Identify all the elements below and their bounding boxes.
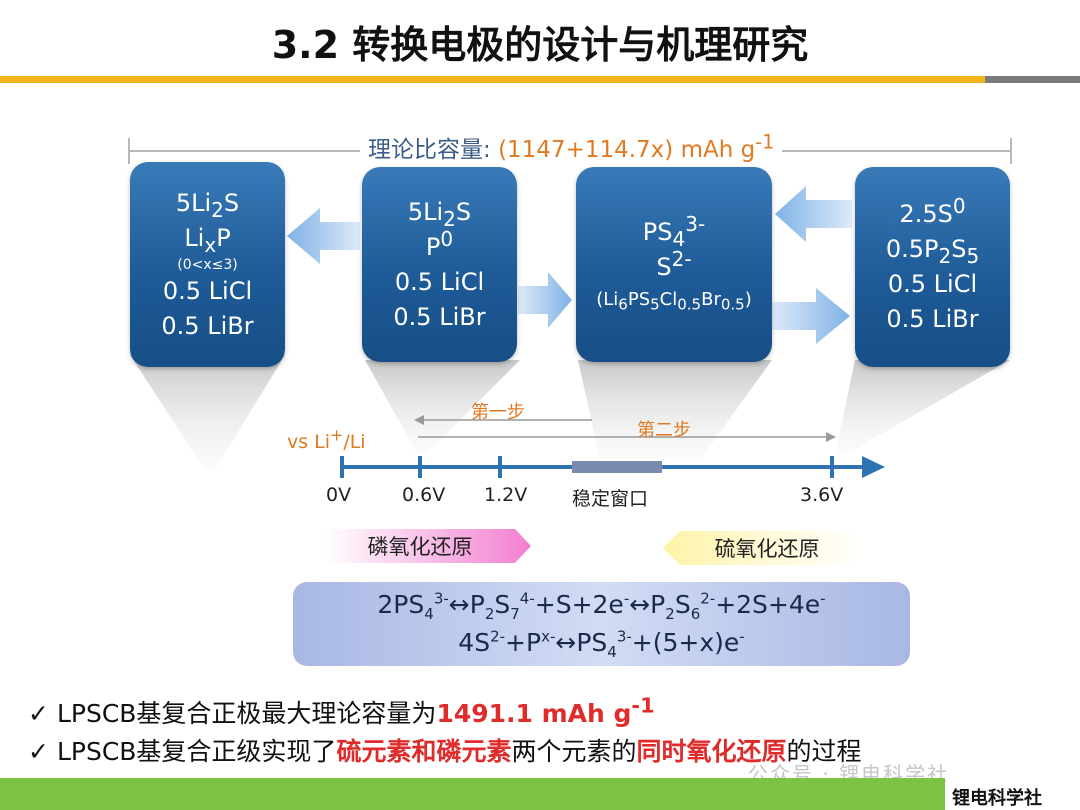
box1-line5: 0.5 LiBr: [161, 311, 254, 340]
capacity-value: (1147+114.7x) mAh g-1: [498, 130, 775, 163]
phosphorus-redox-label: 磷氧化还原: [367, 535, 473, 559]
axis-tick-0v: [340, 456, 344, 478]
axis-label-3.6v: 3.6V: [800, 484, 844, 506]
box1-line4: 0.5 LiCl: [162, 276, 253, 305]
arrow-right-1: [518, 272, 572, 328]
box4-line4: 0.5 LiBr: [886, 305, 979, 333]
stable-window-bar: [572, 461, 662, 473]
step1-label: 第一步: [471, 402, 525, 423]
box2-line4: 0.5 LiBr: [393, 302, 486, 331]
axis-tick-1.2v: [498, 456, 502, 478]
page-title: 3.2 转换电极的设计与机理研究: [271, 23, 809, 67]
footer-brand: 锂电科学社: [952, 788, 1042, 809]
bullet-2: ✓LPSCB基复合正级实现了硫元素和磷元素两个元素的同时氧化还原的过程: [28, 737, 862, 766]
box1-line2: LixP: [184, 223, 231, 257]
box2-line3: 0.5 LiCl: [394, 267, 485, 296]
axis-label-1.2v: 1.2V: [484, 484, 528, 506]
funnel-box-3: [578, 360, 772, 460]
capacity-label: 理论比容量: (1147+114.7x) mAh g-1: [360, 130, 783, 168]
sulfur-redox-banner: [663, 531, 862, 565]
step2-label: 第二步: [637, 420, 691, 441]
arrow-left-1: [287, 208, 360, 264]
footer-bar: [0, 778, 945, 810]
box3-line1: PS43-: [642, 211, 706, 251]
step1-arrow-head: [414, 415, 424, 425]
funnel-box-1: [130, 355, 285, 470]
box4-line2: 0.5P2S5: [885, 235, 980, 268]
phosphorus-redox-banner: [325, 529, 531, 563]
capacity-label-text: 理论比容量:: [368, 137, 499, 163]
capacity-bracket-right: [1010, 138, 1012, 164]
axis-label-0v: 0V: [326, 484, 352, 506]
check-icon: ✓: [28, 737, 49, 766]
title-underline: [0, 76, 1080, 83]
funnel-box-2: [365, 360, 520, 455]
box1-line1: 5Li2S: [175, 188, 240, 222]
state-box-3: PS43- S2- (Li6PS5Cl0.5Br0.5): [576, 167, 772, 362]
bullet-1: ✓LPSCB基复合正极最大理论容量为1491.1 mAh g-1: [28, 693, 655, 728]
box2-line1: 5Li2S: [407, 197, 472, 231]
box3-line2: S2-: [656, 246, 692, 281]
sulfur-redox-label: 硫氧化还原: [714, 537, 820, 561]
state-box-2: 5Li2S P0 0.5 LiCl 0.5 LiBr: [362, 167, 517, 362]
axis-label-0.6v: 0.6V: [402, 484, 446, 506]
state-box-1: 5Li2S LixP (0<x≤3) 0.5 LiCl 0.5 LiBr: [130, 162, 285, 367]
arrow-left-2: [775, 186, 852, 242]
axis-label-stable-window: 稳定窗口: [572, 488, 649, 510]
axis-arrow-head: [862, 456, 885, 478]
step2-arrow-head: [826, 432, 836, 442]
box4-line3: 0.5 LiCl: [887, 270, 978, 298]
voltage-reference: vs Li+/Li: [287, 425, 366, 453]
title-underline-accent: [985, 76, 1080, 83]
box2-line2: P0: [425, 226, 454, 261]
state-box-4: 2.5S0 0.5P2S5 0.5 LiCl 0.5 LiBr: [855, 167, 1010, 367]
arrow-right-2: [772, 288, 850, 344]
check-icon: ✓: [28, 699, 49, 728]
axis-tick-3.6v: [830, 456, 834, 478]
box3-line3: (Li6PS5Cl0.5Br0.5): [596, 288, 752, 314]
axis-tick-0.6v: [418, 456, 422, 478]
equations-box: 2PS43-↔P2S74-+S+2e-↔P2S62-+2S+4e- 4S2-+P…: [293, 582, 910, 666]
box1-line3: (0<x≤3): [177, 256, 238, 273]
capacity-bracket-left: [128, 138, 130, 164]
box4-line1: 2.5S0: [899, 194, 966, 228]
equation-2: 4S2-+Px-↔PS43-+(5+x)e-: [458, 627, 745, 661]
equation-1: 2PS43-↔P2S74-+S+2e-↔P2S62-+2S+4e-: [377, 589, 826, 623]
funnel-box-4: [835, 360, 1010, 455]
